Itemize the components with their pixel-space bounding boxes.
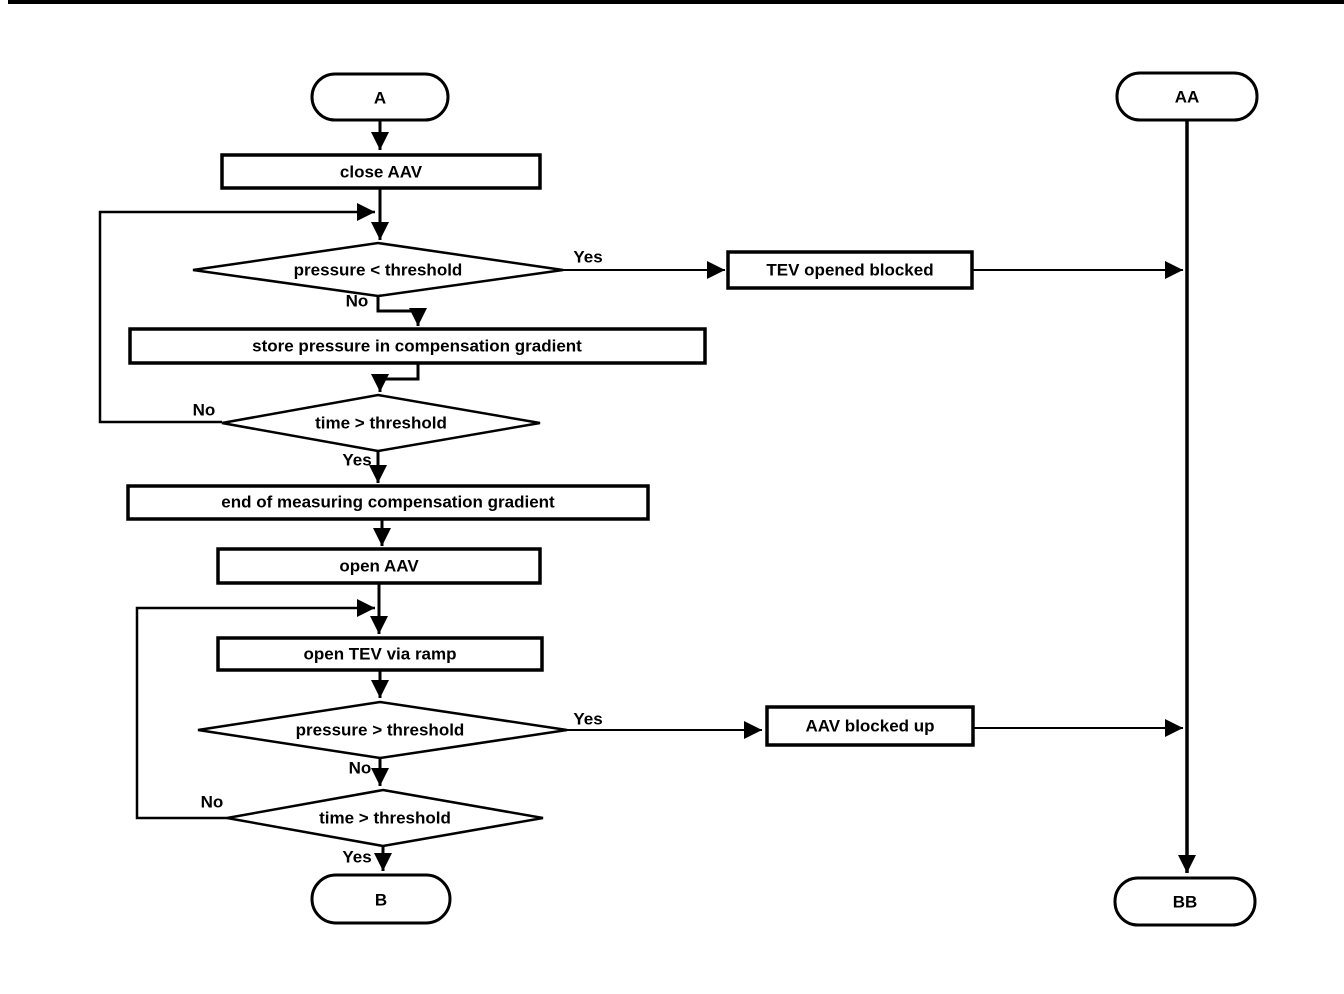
arrow-pressure-lt-no-to-store <box>376 296 427 326</box>
decision-pressure-gt-threshold <box>197 700 568 760</box>
decision-time-gt-threshold-2-label: time > threshold <box>319 809 451 828</box>
arrow-store-to-time1 <box>371 363 420 392</box>
process-open-tev-via-ramp <box>216 636 544 672</box>
top-border-line <box>8 0 1344 4</box>
decision-time-gt-threshold-2 <box>226 788 544 848</box>
process-tev-opened-blocked-label: TEV opened blocked <box>766 261 933 280</box>
process-end-of-measuring <box>126 484 650 521</box>
edge-label-pressure-lt-yes: Yes <box>573 248 602 267</box>
edge-label-time2-yes: Yes <box>342 848 371 867</box>
process-store-pressure-label: store pressure in compensation gradient <box>252 337 582 356</box>
edge-label-pressure-lt-no: No <box>346 292 369 311</box>
decision-pressure-lt-threshold <box>192 241 564 298</box>
process-aav-blocked-up-label: AAV blocked up <box>805 717 934 736</box>
process-end-of-measuring-label: end of measuring compensation gradient <box>221 493 555 512</box>
edge-label-time1-no: No <box>193 401 216 420</box>
terminal-bb-label: BB <box>1173 893 1198 912</box>
terminal-aa-label: AA <box>1175 88 1200 107</box>
terminal-a-label: A <box>374 89 386 108</box>
decision-pressure-lt-threshold-label: pressure < threshold <box>294 261 463 280</box>
edge-label-pressure-gt-yes: Yes <box>573 710 602 729</box>
edge-label-pressure-gt-no: No <box>349 759 372 778</box>
terminal-bb <box>1113 876 1257 927</box>
process-open-aav <box>216 547 542 585</box>
process-close-aav-label: close AAV <box>340 163 423 182</box>
process-close-aav <box>220 153 542 190</box>
decision-pressure-gt-threshold-label: pressure > threshold <box>296 721 465 740</box>
terminal-a <box>310 72 450 122</box>
terminal-aa <box>1115 71 1259 122</box>
edge-label-time2-no: No <box>201 793 224 812</box>
process-store-pressure <box>128 327 707 365</box>
edge-label-time1-yes: Yes <box>342 451 371 470</box>
decision-time-gt-threshold-1 <box>221 393 541 453</box>
terminal-b-label: B <box>375 891 387 910</box>
arrow-time1-no-loopback <box>98 203 375 424</box>
arrow-time2-no-loopback <box>135 599 375 820</box>
terminal-b <box>310 873 452 925</box>
process-tev-opened-blocked <box>726 250 974 290</box>
process-open-tev-via-ramp-label: open TEV via ramp <box>303 645 456 664</box>
process-aav-blocked-up <box>765 705 975 747</box>
process-open-aav-label: open AAV <box>339 557 419 576</box>
decision-time-gt-threshold-1-label: time > threshold <box>315 414 447 433</box>
